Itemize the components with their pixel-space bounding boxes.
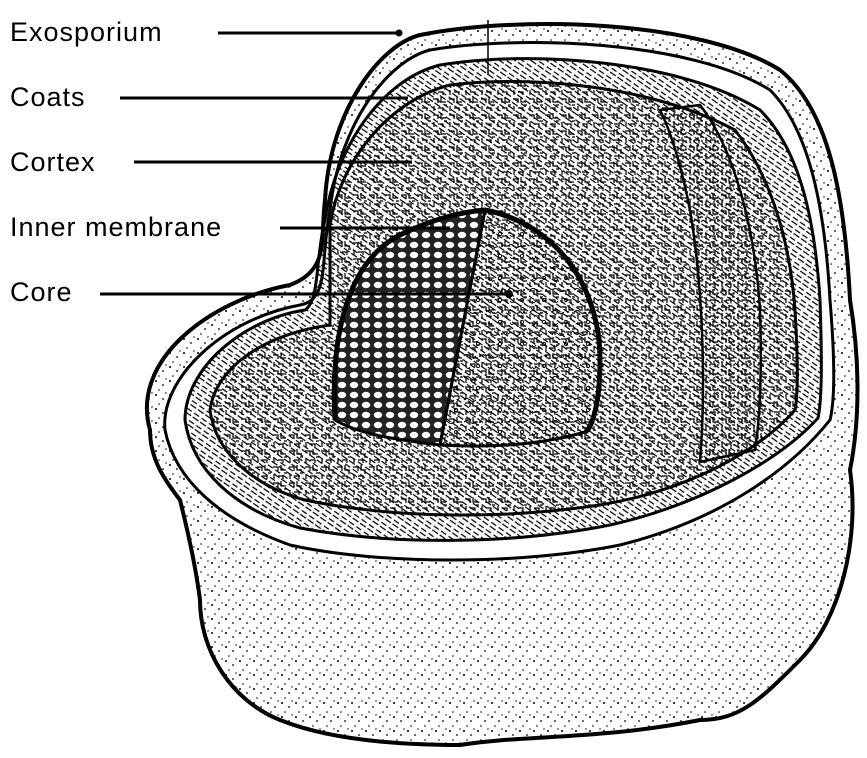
label-inner-membrane: Inner membrane: [10, 214, 222, 241]
label-cortex: Cortex: [10, 149, 96, 176]
label-core: Core: [10, 279, 73, 306]
label-exosporium: Exosporium: [10, 19, 163, 46]
leader-exosporium-dot: [396, 30, 403, 37]
label-coats: Coats: [10, 84, 86, 111]
leader-core-dot: [505, 290, 513, 298]
